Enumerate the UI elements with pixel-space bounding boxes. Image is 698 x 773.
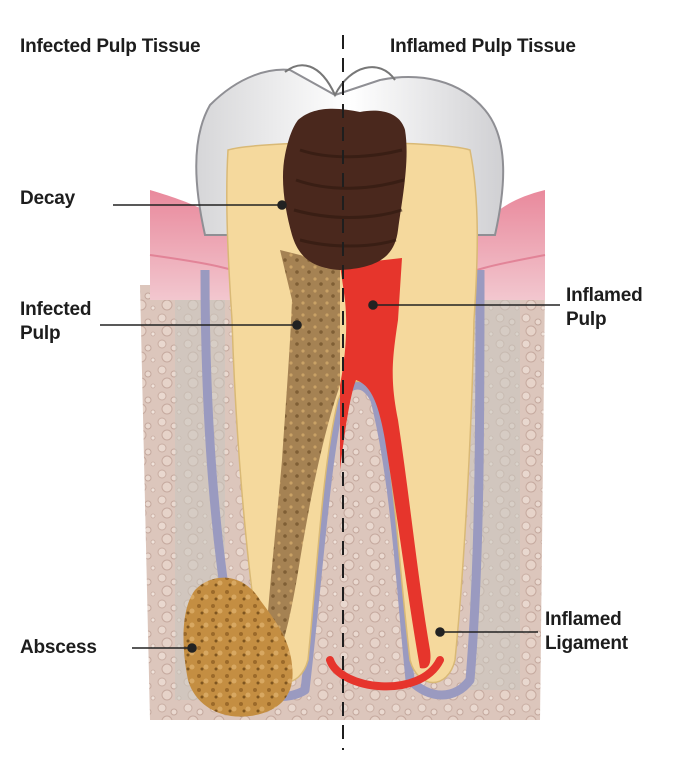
inflamed-ligament-label: Inflamed Ligament (545, 609, 628, 654)
decay-label: Decay (20, 188, 75, 209)
infected-pulp (265, 250, 340, 655)
leader-lines (100, 200, 560, 653)
abscess (183, 577, 293, 717)
abscess-label: Abscess (20, 637, 97, 658)
infected-pulp-label: Infected Pulp (20, 299, 92, 344)
right-header-label: Inflamed Pulp Tissue (390, 36, 576, 57)
inflamed-pulp (340, 258, 431, 669)
inflamed-ligament (326, 656, 444, 691)
left-header-label: Infected Pulp Tissue (20, 36, 201, 57)
inflamed-pulp-label: Inflamed Pulp (566, 285, 643, 330)
